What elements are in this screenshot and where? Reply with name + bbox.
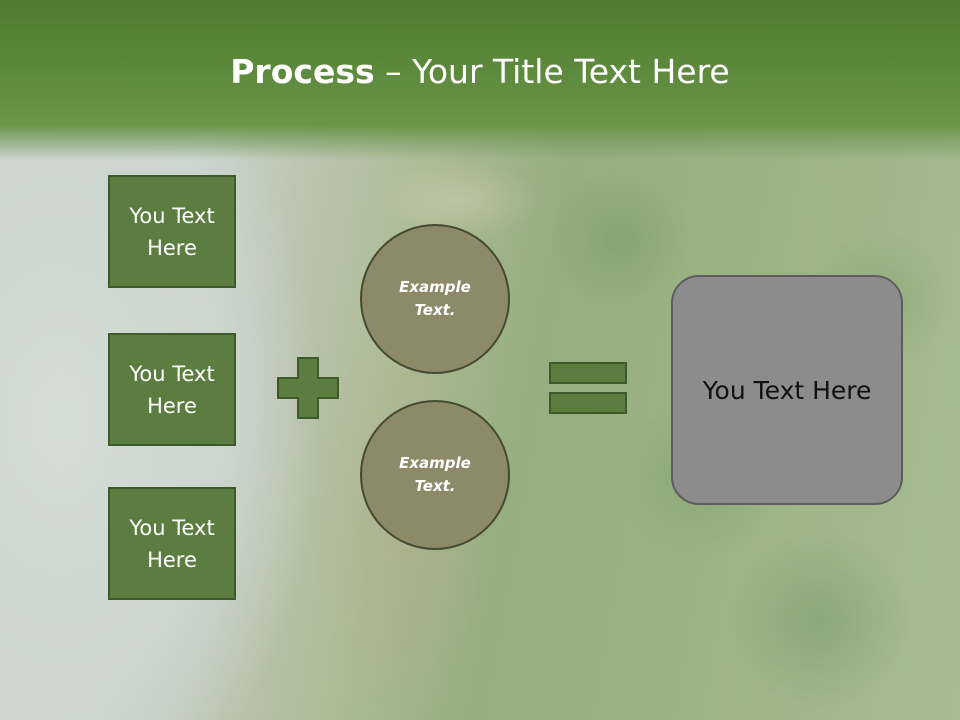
input-box-3-label: You Text Here — [129, 515, 215, 572]
result-box-label: You Text Here — [702, 375, 872, 405]
equals-bar-bottom — [549, 392, 627, 414]
slide-title: Process – Your Title Text Here — [0, 52, 960, 91]
input-box-3: You Text Here — [108, 487, 236, 600]
example-circle-2: Example Text. — [360, 400, 510, 550]
plus-icon — [277, 357, 339, 419]
input-box-1: You Text Here — [108, 175, 236, 288]
example-circle-1: Example Text. — [360, 224, 510, 374]
title-bold: Process — [230, 52, 375, 91]
example-circle-1-label: Example Text. — [399, 278, 471, 319]
example-circle-2-label: Example Text. — [399, 454, 471, 495]
input-box-2: You Text Here — [108, 333, 236, 446]
input-box-1-label: You Text Here — [129, 203, 215, 260]
equals-bar-top — [549, 362, 627, 384]
title-banner — [0, 0, 960, 160]
result-box: You Text Here — [671, 275, 903, 505]
title-rest: – Your Title Text Here — [374, 52, 730, 91]
input-box-2-label: You Text Here — [129, 361, 215, 418]
